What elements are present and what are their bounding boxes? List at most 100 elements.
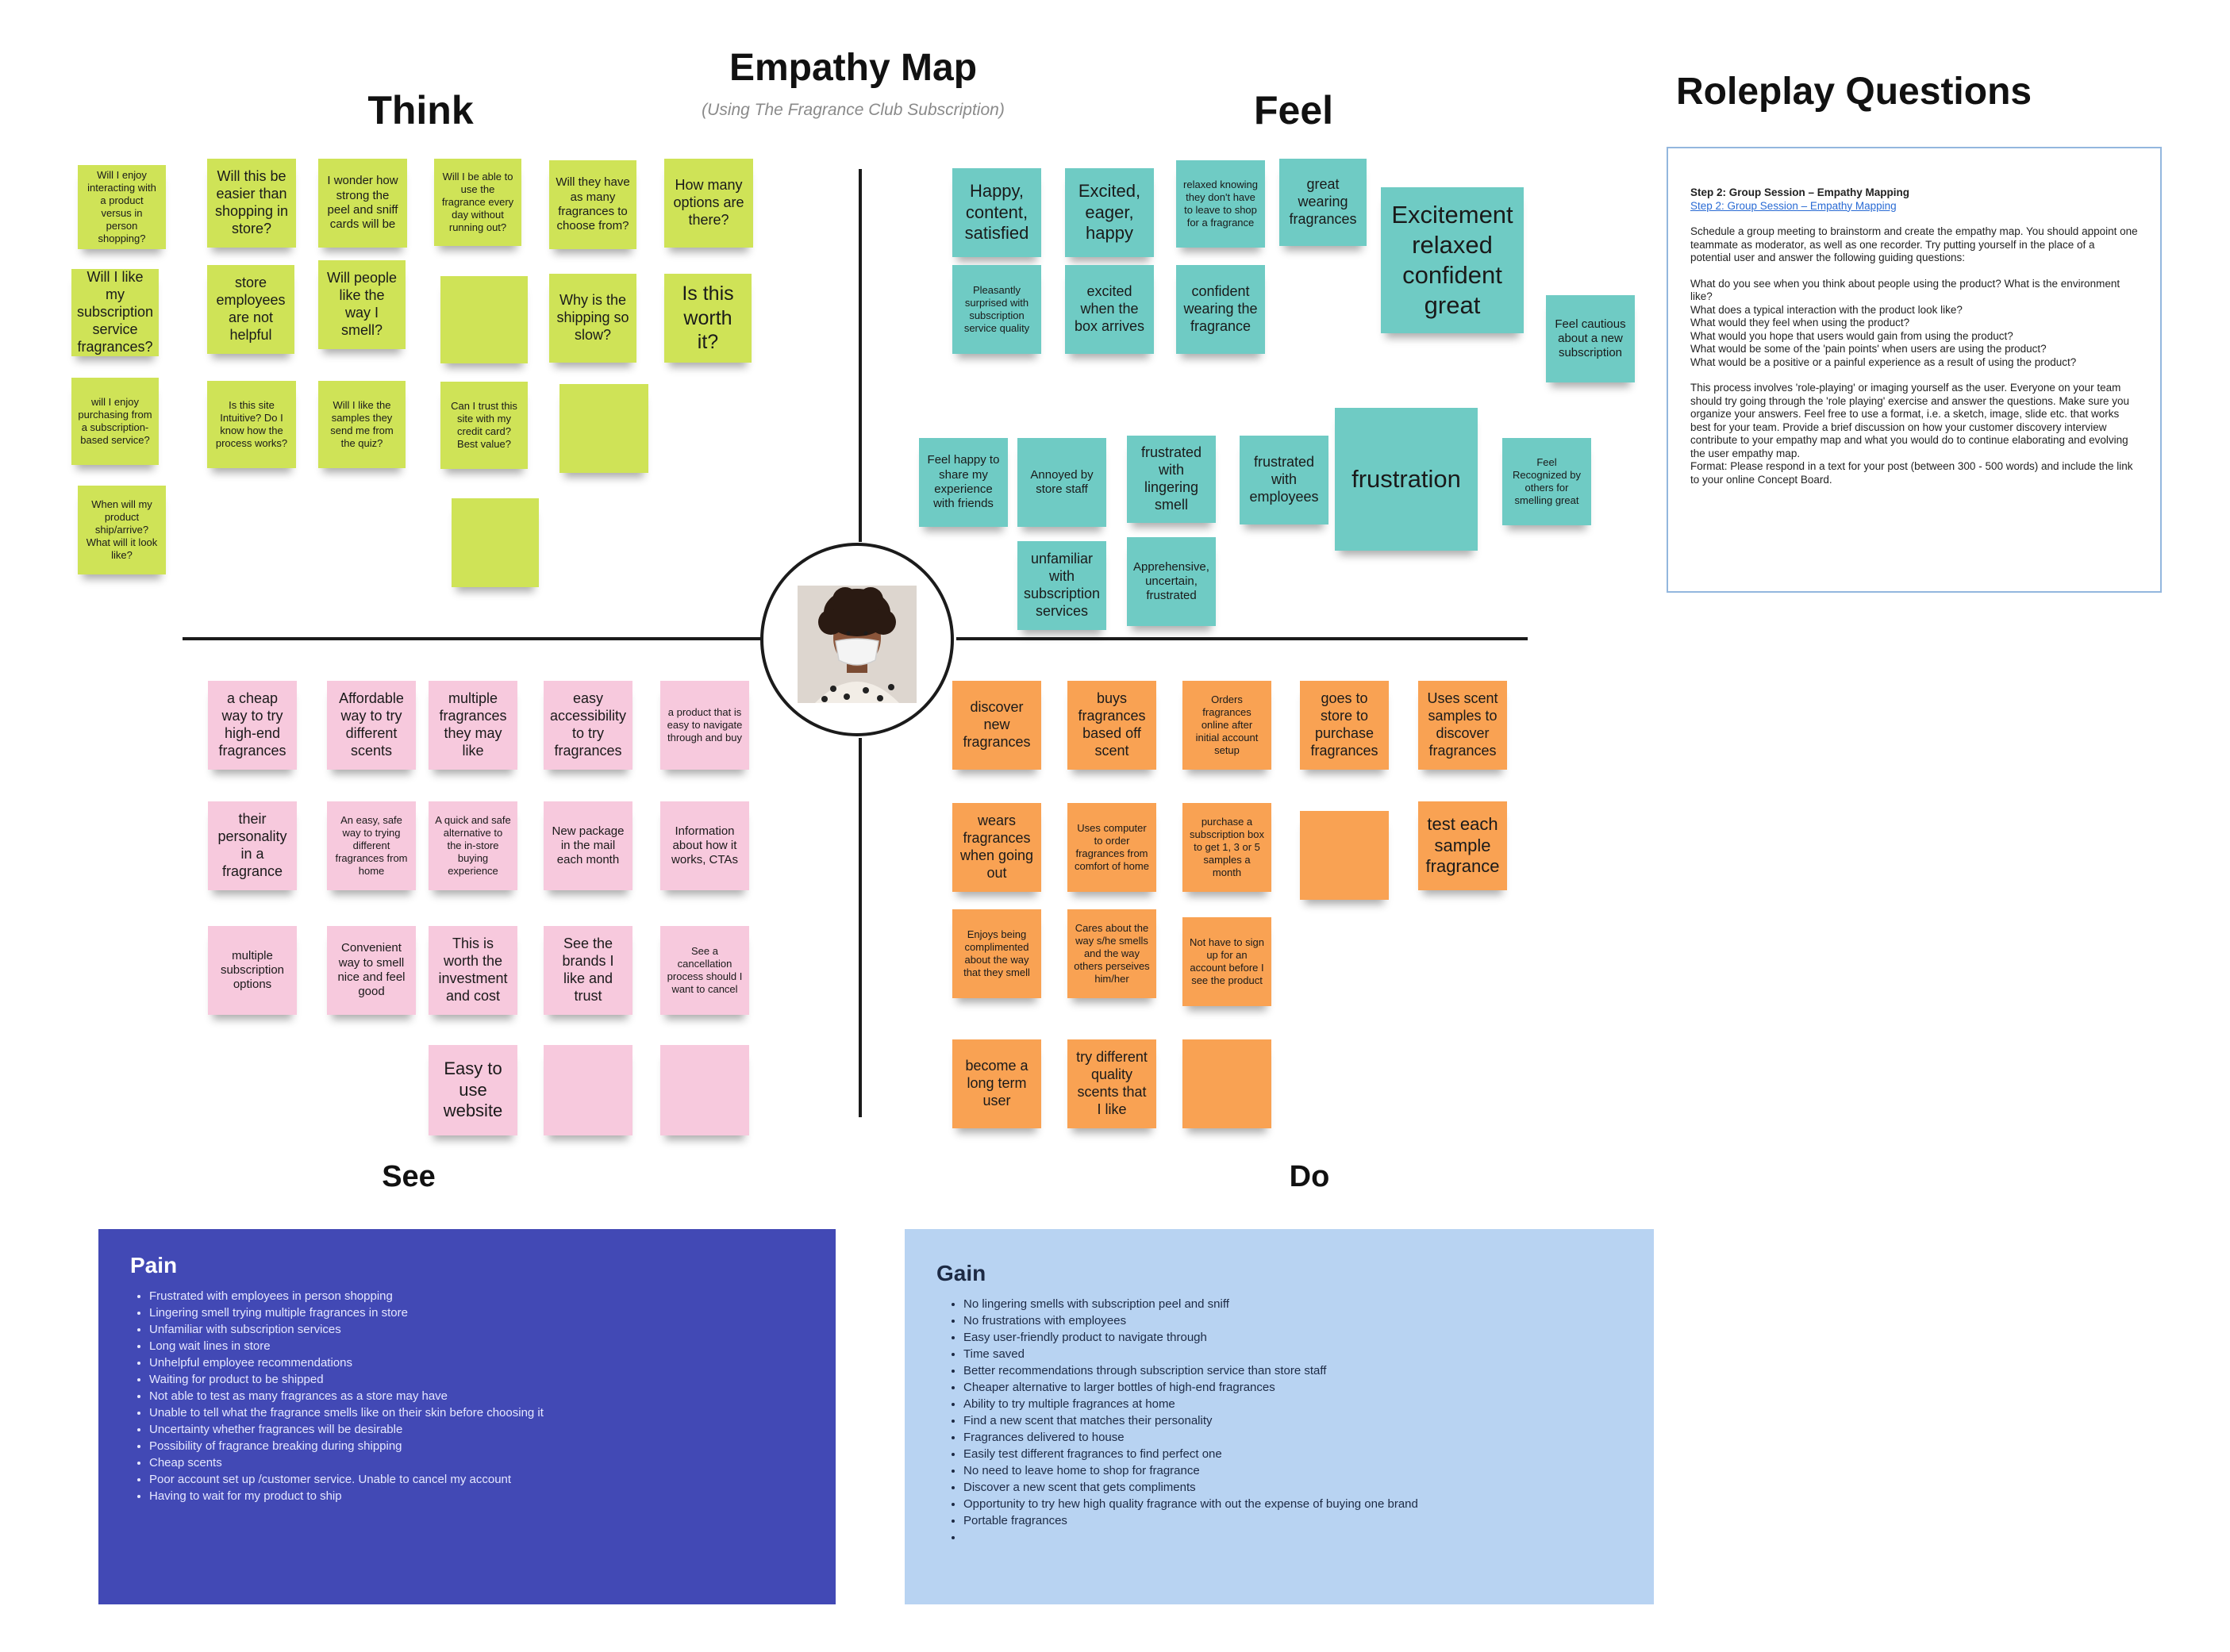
think-note: When will my product ship/arrive? What w…	[78, 486, 166, 574]
think-note: Will I be able to use the fragrance ever…	[434, 159, 521, 246]
pain-item: Long wait lines in store	[149, 1338, 804, 1354]
do-note: Cares about the way s/he smells and the …	[1067, 909, 1156, 998]
roleplay-step-heading: Step 2: Group Session – Empathy Mapping	[1690, 186, 1910, 198]
axis-vertical-top	[859, 169, 862, 542]
see-note: a cheap way to try high-end fragrances	[208, 681, 297, 770]
feel-note: Feel Recognized by others for smelling g…	[1502, 438, 1591, 525]
roleplay-heading: Roleplay Questions	[1676, 71, 2032, 113]
pain-item: Lingering smell trying multiple fragranc…	[149, 1304, 804, 1321]
gain-item: Easily test different fragrances to find…	[963, 1446, 1622, 1462]
think-note: Will this be easier than shopping in sto…	[207, 159, 296, 248]
gain-item: No need to leave home to shop for fragra…	[963, 1462, 1622, 1479]
think-note: Is this worth it?	[664, 274, 752, 363]
pain-item: Not able to test as many fragrances as a…	[149, 1388, 804, 1404]
think-note	[440, 276, 528, 363]
gain-item: Portable fragrances	[963, 1512, 1622, 1529]
feel-note: frustrated with employees	[1240, 436, 1328, 524]
think-note: Will I like my subscription service frag…	[71, 269, 159, 356]
do-note: test each sample fragrance	[1418, 801, 1507, 890]
feel-note: Feel cautious about a new subscription	[1546, 295, 1635, 382]
feel-note: unfamiliar with subscription services	[1017, 541, 1106, 630]
think-note: Will people like the way I smell?	[318, 260, 406, 349]
think-note: Will I enjoy interacting with a product …	[78, 165, 166, 249]
pain-panel: Pain Frustrated with employees in person…	[98, 1229, 836, 1604]
see-note: Information about how it works, CTAs	[660, 801, 749, 890]
see-note: An easy, safe way to trying different fr…	[327, 801, 416, 890]
feel-note: Happy, content, satisfied	[952, 168, 1041, 257]
think-note: Is this site Intuitive? Do I know how th…	[207, 381, 296, 468]
page-subtitle: (Using The Fragrance Club Subscription)	[702, 101, 1005, 119]
roleplay-box: Step 2: Group Session – Empathy Mapping …	[1667, 147, 2162, 593]
feel-note: relaxed knowing they don't have to leave…	[1176, 160, 1265, 248]
see-note: their personality in a fragrance	[208, 801, 297, 890]
see-note: This is worth the investment and cost	[429, 926, 517, 1015]
see-heading: See	[382, 1160, 436, 1193]
see-note: Convenient way to smell nice and feel go…	[327, 926, 416, 1015]
do-note: discover new fragrances	[952, 681, 1041, 770]
see-note: multiple subscription options	[208, 926, 297, 1015]
roleplay-paragraph: This process involves 'role-playing' or …	[1690, 382, 2133, 486]
feel-note: great wearing fragrances	[1279, 159, 1367, 246]
think-note: Will I like the samples they send me fro…	[318, 381, 406, 468]
see-note: Affordable way to try different scents	[327, 681, 416, 770]
gain-item: Find a new scent that matches their pers…	[963, 1412, 1622, 1429]
think-note: Will they have as many fragrances to cho…	[549, 160, 636, 249]
see-note: multiple fragrances they may like	[429, 681, 517, 770]
gain-item: No lingering smells with subscription pe…	[963, 1296, 1622, 1312]
axis-horizontal-left	[183, 637, 762, 640]
gain-title: Gain	[936, 1261, 986, 1285]
gain-item	[963, 1529, 1622, 1546]
feel-note: confident wearing the fragrance	[1176, 265, 1265, 354]
gain-item: Fragrances delivered to house	[963, 1429, 1622, 1446]
axis-vertical-bottom	[859, 738, 862, 1117]
think-note	[452, 498, 539, 587]
feel-note: Excited, eager, happy	[1065, 168, 1154, 257]
feel-note: Apprehensive, uncertain, frustrated	[1127, 537, 1216, 626]
do-note: Not have to sign up for an account befor…	[1182, 917, 1271, 1006]
think-note: Why is the shipping so slow?	[549, 274, 636, 363]
feel-note: frustrated with lingering smell	[1127, 436, 1216, 523]
pain-item: Waiting for product to be shipped	[149, 1371, 804, 1388]
do-note: Uses computer to order fragrances from c…	[1067, 803, 1156, 892]
feel-note: excited when the box arrives	[1065, 265, 1154, 354]
person-avatar-icon	[798, 586, 917, 703]
see-note: See the brands I like and trust	[544, 926, 632, 1015]
feel-note: Annoyed by store staff	[1017, 438, 1106, 527]
see-note: a product that is easy to navigate throu…	[660, 681, 749, 770]
think-note: Can I trust this site with my credit car…	[440, 382, 528, 469]
pain-item: Poor account set up /customer service. U…	[149, 1471, 804, 1488]
see-note: Easy to use website	[429, 1045, 517, 1135]
pain-item: Unfamiliar with subscription services	[149, 1321, 804, 1338]
pain-item: Having to wait for my product to ship	[149, 1488, 804, 1504]
roleplay-paragraph: Schedule a group meeting to brainstorm a…	[1690, 225, 2138, 263]
do-note	[1300, 811, 1389, 900]
feel-note: Feel happy to share my experience with f…	[919, 438, 1008, 527]
do-note: try different quality scents that I like	[1067, 1039, 1156, 1128]
feel-note: frustration	[1335, 408, 1478, 551]
think-note: will I enjoy purchasing from a subscript…	[71, 378, 159, 465]
roleplay-link[interactable]: Step 2: Group Session – Empathy Mapping	[1690, 199, 1897, 212]
pain-list: Frustrated with employees in person shop…	[130, 1288, 804, 1504]
do-note: become a long term user	[952, 1039, 1041, 1128]
see-note: easy accessibility to try fragrances	[544, 681, 632, 770]
do-note: wears fragrances when going out	[952, 803, 1041, 892]
pain-item: Uncertainty whether fragrances will be d…	[149, 1421, 804, 1438]
gain-item: Opportunity to try hew high quality frag…	[963, 1496, 1622, 1512]
see-note	[660, 1045, 749, 1135]
see-note: A quick and safe alternative to the in-s…	[429, 801, 517, 890]
gain-list: No lingering smells with subscription pe…	[936, 1296, 1622, 1546]
pain-item: Possibility of fragrance breaking during…	[149, 1438, 804, 1454]
think-note: store employees are not helpful	[207, 265, 294, 354]
gain-item: No frustrations with employees	[963, 1312, 1622, 1329]
pain-item: Cheap scents	[149, 1454, 804, 1471]
do-note: Orders fragrances online after initial a…	[1182, 681, 1271, 770]
do-note	[1182, 1039, 1271, 1128]
do-heading: Do	[1289, 1160, 1330, 1193]
feel-note: Excitement relaxed confident great	[1381, 187, 1524, 333]
think-note: How many options are there?	[664, 159, 753, 248]
pain-item: Frustrated with employees in person shop…	[149, 1288, 804, 1304]
think-heading: Think	[367, 88, 474, 133]
do-note: goes to store to purchase fragrances	[1300, 681, 1389, 770]
pain-item: Unable to tell what the fragrance smells…	[149, 1404, 804, 1421]
axis-horizontal-right	[956, 637, 1528, 640]
